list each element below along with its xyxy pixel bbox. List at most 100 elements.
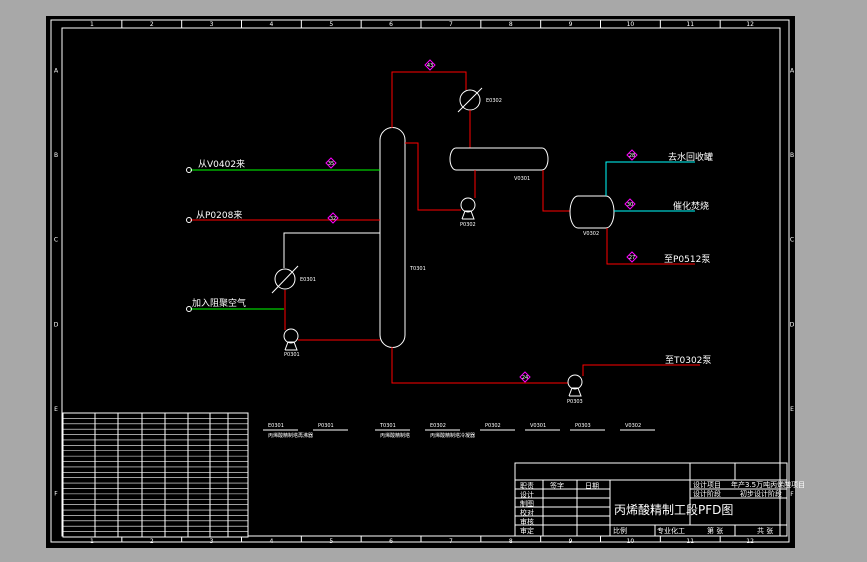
table-frame [62, 412, 249, 538]
stream-tag-24[interactable]: 24 [519, 371, 531, 383]
tb-role: 职责 [520, 481, 534, 490]
pump-p0303-icon[interactable] [567, 374, 583, 390]
equipment-list-tag: T0301 [379, 423, 396, 429]
stream-bottoms[interactable] [391, 347, 568, 384]
label-p0303: P0303 [567, 399, 583, 405]
pump-base [284, 341, 298, 351]
label-e0301: E0301 [300, 277, 316, 283]
equipment-list-desc: 丙烯酸精制塔再沸器 [268, 432, 313, 439]
tb-check: 校对 [520, 508, 534, 517]
tb-project-label: 设计项目 [693, 480, 721, 489]
label-from-p0208: 从P0208来 [196, 210, 242, 221]
label-to-p0512: 至P0512泵 [664, 254, 710, 265]
pump-p0301-icon[interactable] [283, 328, 299, 344]
tb-date: 日期 [585, 482, 599, 490]
tb-row-mark: F [790, 491, 794, 498]
ruler-column-label: 12 [746, 21, 754, 28]
equipment-list-desc: 丙烯酸精制塔冷凝器 [430, 432, 475, 439]
column-t0301[interactable] [379, 127, 406, 348]
ruler-column-label: 1 [90, 538, 94, 545]
ruler-column-label: 11 [686, 538, 694, 545]
title-block [514, 462, 788, 537]
pump-base [568, 387, 582, 397]
stream-end-icon [186, 306, 192, 312]
stream-tag-number: 24 [522, 375, 528, 381]
label-to-incineration: 催化焚烧 [673, 200, 709, 212]
equipment-list-tag: P0303 [575, 423, 591, 429]
heat-exchanger-e0301-icon[interactable] [274, 268, 296, 290]
ruler-column-label: 10 [627, 21, 635, 28]
stream-tag-number: 30 [627, 202, 633, 208]
stream-tag-number: 32 [330, 216, 336, 222]
tb-approve: 审定 [520, 526, 534, 535]
ruler-column-label: 8 [509, 21, 513, 28]
tb-scale: 比例 [613, 526, 627, 535]
equipment-list-tag: P0302 [485, 423, 501, 429]
ruler-column-label: 3 [210, 21, 214, 28]
tb-drafting: 制图 [520, 499, 534, 508]
label-e0302: E0302 [486, 98, 502, 104]
ruler-row-label: D [54, 321, 59, 328]
stream-tag-43[interactable]: 43 [424, 59, 436, 71]
label-v0301: V0301 [514, 176, 530, 182]
ruler-column-label: 6 [389, 538, 393, 545]
stream-tag-number: 35 [328, 161, 334, 167]
ruler-column-label: 9 [569, 21, 573, 28]
ruler-column-label: 4 [270, 21, 274, 28]
stream-tag-30[interactable]: 30 [624, 198, 636, 210]
tb-discipline: 专业化工 [657, 526, 685, 535]
stream-to-water-tank[interactable] [605, 161, 695, 196]
tb-review: 审核 [520, 517, 534, 526]
label-from-v0402: 从V0402来 [198, 159, 245, 170]
ruler-column-label: 5 [329, 21, 333, 28]
ruler-row-label: A [790, 67, 795, 74]
label-t0301: T0301 [409, 266, 426, 272]
tb-project-value: 年产3.5万吨丙烯酸项目 [731, 480, 805, 489]
pump-p0302-icon[interactable] [460, 197, 476, 213]
label-v0302: V0302 [583, 231, 599, 237]
ruler-row-label: E [54, 406, 58, 413]
heat-exchanger-slash [271, 265, 299, 294]
stream-to-t0302[interactable] [582, 364, 700, 376]
tb-stage-value: 初步设计阶段 [740, 489, 782, 498]
ruler-column-label: 5 [329, 538, 333, 545]
ruler-column-label: 2 [150, 21, 154, 28]
ruler-row-label: B [54, 152, 58, 159]
reflux-drum-v0301[interactable] [449, 147, 549, 171]
stream-tag-35[interactable]: 35 [325, 157, 337, 169]
ruler-row-label: D [790, 321, 795, 328]
condenser-slash [457, 87, 483, 113]
stream-tag-27[interactable]: 27 [626, 251, 638, 263]
ruler-row-label: A [54, 67, 59, 74]
equipment-list-tag: E0301 [268, 423, 284, 429]
ruler-column-label: 7 [449, 21, 453, 28]
ruler-column-label: 1 [90, 21, 94, 28]
stream-reflux[interactable] [405, 142, 461, 211]
equipment-list-desc: 丙烯酸精制塔 [380, 432, 410, 439]
ruler-column-label: 4 [270, 538, 274, 545]
ruler-row-label: E [790, 406, 794, 413]
ruler-row-label: C [790, 237, 794, 244]
label-p0301: P0301 [284, 352, 300, 358]
label-inhibitor-air: 加入阻聚空气 [192, 297, 246, 309]
stream-overhead-vapor[interactable] [391, 71, 467, 128]
stream-tag-32[interactable]: 32 [327, 212, 339, 224]
tb-total: 共 张 [757, 526, 773, 535]
stream-reboiler-return[interactable] [283, 232, 380, 268]
stream-to-p0512[interactable] [606, 228, 695, 265]
stream-data-table [62, 412, 249, 538]
label-to-t0302: 至T0302泵 [665, 355, 711, 366]
pump-base [461, 210, 475, 220]
stream-tag-28[interactable]: 28 [626, 149, 638, 161]
separator-v0302[interactable] [569, 195, 615, 229]
stream-drum-to-separator[interactable] [542, 170, 570, 212]
equipment-list-tag: V0302 [625, 423, 641, 429]
tb-design: 设计 [520, 490, 534, 499]
ruler-column-label: 9 [569, 538, 573, 545]
equipment-list-tag: E0302 [430, 423, 446, 429]
ruler-column-label: 3 [210, 538, 214, 545]
